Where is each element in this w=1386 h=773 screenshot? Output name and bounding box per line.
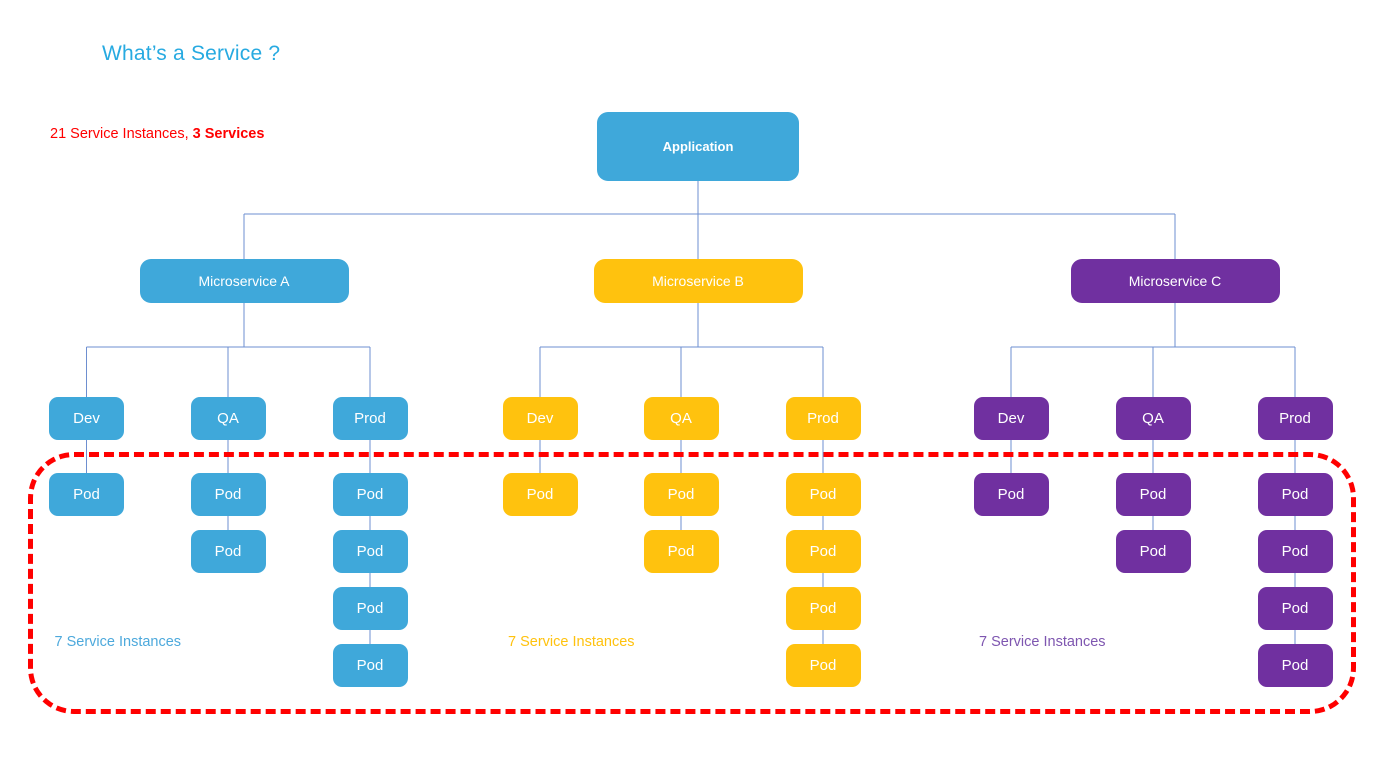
node-env-c-qa-label: QA (1142, 409, 1164, 427)
node-pod-b-prod-1-label: Pod (809, 485, 837, 503)
node-pod-c-qa-2[interactable]: Pod (1115, 530, 1191, 573)
node-microservice-b[interactable]: Microservice B (593, 259, 803, 303)
node-pod-a-prod-1-label: Pod (356, 485, 384, 503)
node-pod-b-prod-3-label: Pod (809, 599, 837, 617)
node-pod-a-prod-3[interactable]: Pod (332, 587, 408, 630)
node-env-a-dev[interactable]: Dev (49, 397, 124, 440)
node-application[interactable]: Application (597, 112, 799, 181)
node-pod-b-prod-1[interactable]: Pod (785, 473, 861, 516)
node-pod-b-qa-2-label: Pod (667, 542, 695, 560)
node-pod-a-prod-2-label: Pod (356, 542, 384, 560)
node-env-a-qa-label: QA (217, 409, 239, 427)
node-env-b-dev[interactable]: Dev (502, 397, 578, 440)
node-pod-b-dev-1[interactable]: Pod (502, 473, 578, 516)
node-pod-c-dev-1[interactable]: Pod (973, 473, 1049, 516)
node-pod-b-dev-1-label: Pod (526, 485, 554, 503)
node-pod-b-qa-1-label: Pod (667, 485, 695, 503)
node-pod-b-prod-3[interactable]: Pod (785, 587, 861, 630)
node-pod-c-prod-4[interactable]: Pod (1257, 644, 1333, 687)
node-pod-c-qa-1[interactable]: Pod (1115, 473, 1191, 516)
node-microservice-c[interactable]: Microservice C (1070, 259, 1280, 303)
node-env-a-qa[interactable]: QA (190, 397, 266, 440)
node-pod-a-qa-1-label: Pod (214, 485, 242, 503)
node-microservice-b-label: Microservice B (652, 272, 744, 289)
node-pod-a-dev-1-label: Pod (73, 485, 100, 503)
node-pod-b-qa-2[interactable]: Pod (643, 530, 719, 573)
node-pod-c-prod-2-label: Pod (1281, 542, 1309, 560)
instance-summary-count: 3 Services (192, 126, 265, 142)
node-pod-a-prod-4-label: Pod (356, 656, 384, 674)
node-pod-a-dev-1[interactable]: Pod (49, 473, 124, 516)
node-pod-a-prod-1[interactable]: Pod (332, 473, 408, 516)
node-env-b-prod[interactable]: Prod (785, 397, 861, 440)
node-env-c-dev[interactable]: Dev (973, 397, 1049, 440)
node-env-a-prod-label: Prod (354, 409, 386, 427)
instance-summary: 21 Service Instances, 3 Services (50, 126, 264, 142)
node-pod-a-qa-1[interactable]: Pod (190, 473, 266, 516)
node-env-c-dev-label: Dev (997, 409, 1025, 427)
node-microservice-a[interactable]: Microservice A (139, 259, 349, 303)
node-microservice-a-label: Microservice A (198, 272, 290, 289)
node-pod-c-qa-1-label: Pod (1139, 485, 1167, 503)
node-pod-b-prod-2[interactable]: Pod (785, 530, 861, 573)
node-env-b-dev-label: Dev (526, 409, 554, 427)
node-pod-c-prod-2[interactable]: Pod (1257, 530, 1333, 573)
node-pod-a-qa-2-label: Pod (214, 542, 242, 560)
node-env-c-prod[interactable]: Prod (1257, 397, 1333, 440)
service-instance-caption-c: 7 Service Instances (979, 634, 1106, 650)
node-pod-a-prod-4[interactable]: Pod (332, 644, 408, 687)
node-application-label: Application (662, 138, 734, 154)
node-pod-b-prod-4[interactable]: Pod (785, 644, 861, 687)
node-pod-c-prod-1-label: Pod (1281, 485, 1309, 503)
node-env-c-qa[interactable]: QA (1115, 397, 1191, 440)
page-title: What’s a Service ? (102, 42, 281, 65)
node-pod-b-qa-1[interactable]: Pod (643, 473, 719, 516)
node-pod-c-prod-3-label: Pod (1281, 599, 1309, 617)
node-pod-c-prod-3[interactable]: Pod (1257, 587, 1333, 630)
node-pod-c-qa-2-label: Pod (1139, 542, 1167, 560)
instance-summary-prefix: 21 Service Instances, (50, 126, 193, 142)
node-env-b-prod-label: Prod (807, 409, 839, 427)
node-pod-a-qa-2[interactable]: Pod (190, 530, 266, 573)
node-pod-a-prod-3-label: Pod (356, 599, 384, 617)
node-pod-a-prod-2[interactable]: Pod (332, 530, 408, 573)
service-instance-caption-a: 7 Service Instances (54, 634, 182, 650)
node-env-b-qa[interactable]: QA (643, 397, 719, 440)
node-microservice-c-label: Microservice C (1128, 272, 1222, 289)
node-env-c-prod-label: Prod (1279, 409, 1311, 427)
node-pod-b-prod-4-label: Pod (809, 656, 837, 674)
node-pod-b-prod-2-label: Pod (809, 542, 837, 560)
node-pod-c-prod-1[interactable]: Pod (1257, 473, 1333, 516)
node-pod-c-dev-1-label: Pod (997, 485, 1025, 503)
node-env-a-dev-label: Dev (73, 409, 100, 427)
node-env-a-prod[interactable]: Prod (332, 397, 408, 440)
service-instance-caption-b: 7 Service Instances (508, 634, 635, 650)
node-env-b-qa-label: QA (670, 409, 692, 427)
node-pod-c-prod-4-label: Pod (1281, 656, 1309, 674)
